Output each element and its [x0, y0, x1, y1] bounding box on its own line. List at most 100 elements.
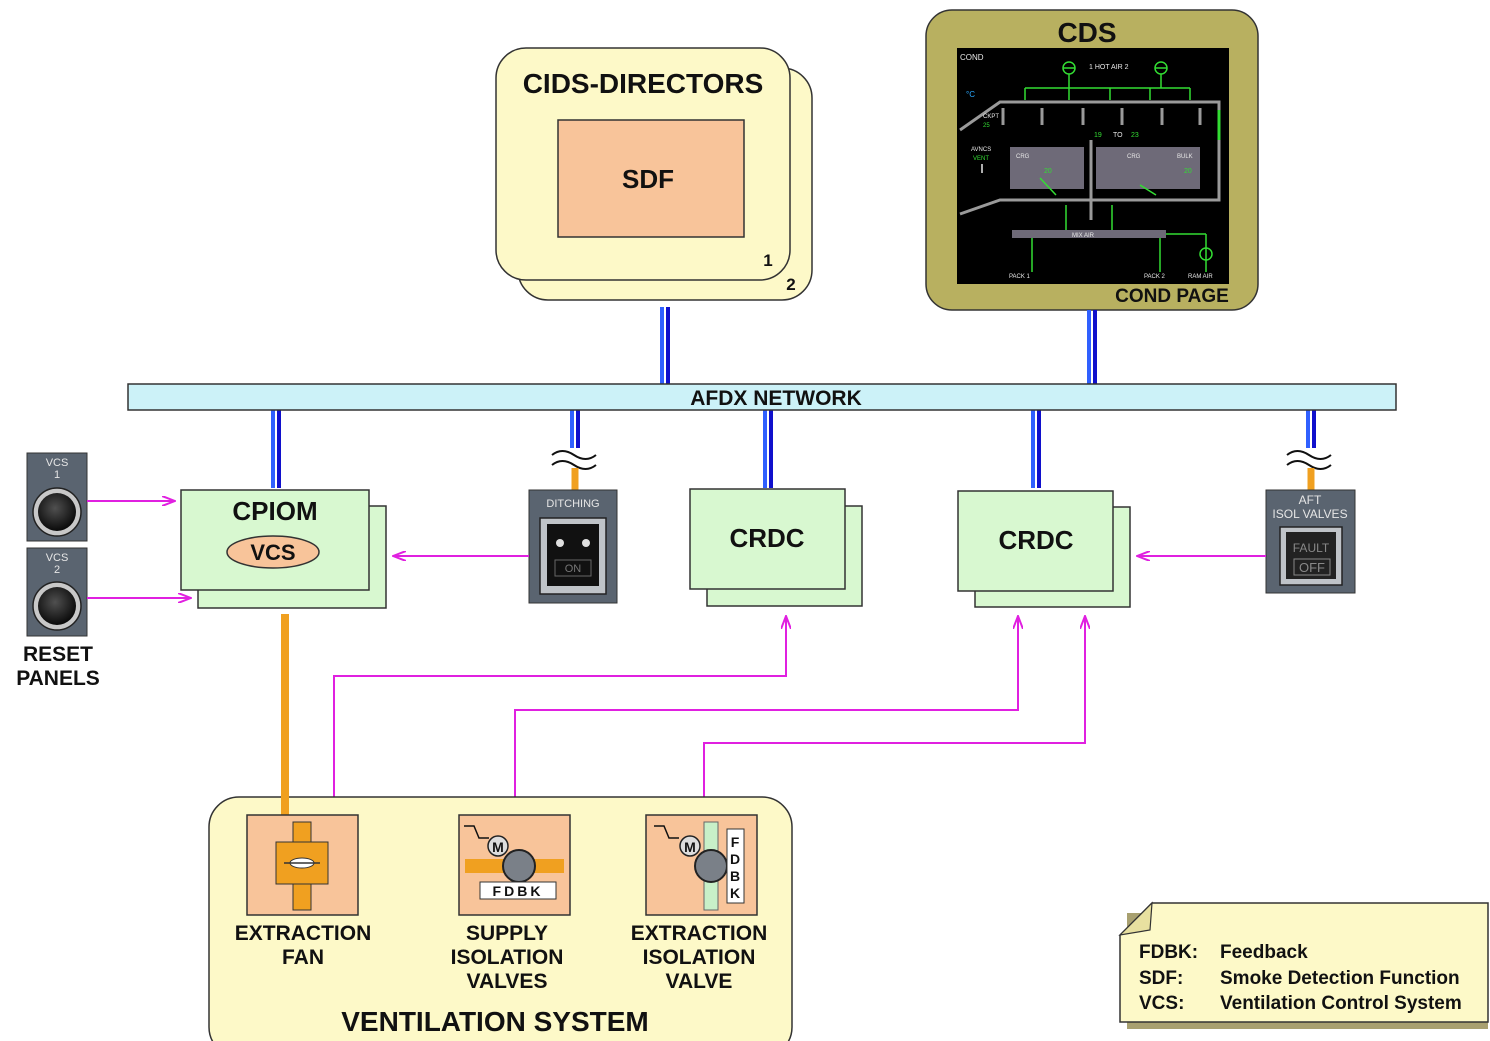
fdbk-letter-k: K	[730, 885, 740, 901]
reset-panels: VCS 1 VCS 2 RESET PANELS	[16, 452, 100, 690]
fdbk-letter-b: B	[730, 868, 740, 884]
extraction-valve-label-line2: ISOLATION	[643, 946, 756, 969]
crdc-right: CRDC	[957, 490, 1131, 608]
cargo-fwd-box	[1010, 147, 1084, 189]
supply-isolation-valves: M FDBK SUPPLY ISOLATION VALVES	[451, 814, 571, 993]
cids-number-2: 2	[786, 275, 795, 294]
sdf-label: SDF	[622, 164, 674, 194]
extraction-isolation-valve: M F D B K EXTRACTION ISOLATION VALVE	[631, 814, 768, 993]
reset-panels-label-line1: RESET	[23, 643, 93, 666]
legend-abbr-2: SDF:	[1139, 968, 1183, 989]
cond-page-content: COND 1 HOT AIR 2 °C	[959, 53, 1221, 280]
legend-abbr-3: VCS:	[1139, 993, 1184, 1014]
aft-isol-label-line1: AFT	[1299, 493, 1322, 507]
crdc-left-to-fan-line	[333, 616, 787, 813]
legend-text-2: Smoke Detection Function	[1220, 968, 1460, 989]
legend: FDBK: Feedback SDF: Smoke Detection Func…	[1118, 901, 1489, 1029]
ventilation-system-title: VENTILATION SYSTEM	[341, 1006, 649, 1037]
motor-icon	[487, 835, 509, 857]
cpiom: CPIOM VCS	[180, 489, 387, 609]
aft-isol-off: OFF	[1299, 560, 1325, 575]
screen-crg-aft: CRG	[1127, 154, 1141, 160]
cids-to-afdx-link	[660, 307, 670, 384]
ditching-label: DITCHING	[546, 498, 599, 510]
legend-abbr-1: FDBK:	[1139, 942, 1198, 963]
crdc-right-box	[957, 490, 1114, 592]
crdc-left-to-afdx-link	[763, 410, 773, 488]
crdc-left-box	[689, 488, 846, 590]
screen-crg-fwd: CRG	[1016, 154, 1030, 160]
screen-page-label: COND	[960, 53, 984, 62]
extraction-valve-icon	[694, 849, 728, 883]
screen-ram-air: RAM AIR	[1188, 274, 1213, 280]
crdc-left: CRDC	[689, 488, 863, 607]
crdc-right-to-extraction-line	[703, 616, 1086, 813]
legend-text-3: Ventilation Control System	[1220, 993, 1462, 1014]
supply-label-line3: VALVES	[467, 970, 548, 993]
extraction-motor-icon	[679, 835, 701, 857]
mix-air-bar	[1012, 230, 1166, 238]
screen-ckpt: CKPT	[983, 114, 999, 120]
extraction-fan-label-line2: FAN	[282, 946, 324, 969]
afdx-network-bar	[127, 383, 1397, 411]
screen-mix-air: MIX AIR	[1072, 233, 1095, 239]
crdc-right-to-supply-line	[514, 616, 1019, 813]
cpiom-title: CPIOM	[232, 496, 317, 526]
afdx-network-label: AFDX NETWORK	[690, 387, 862, 410]
fdbk-letter-f: F	[731, 834, 740, 850]
screen-pack2: PACK 2	[1144, 274, 1166, 280]
vcs2-number: 2	[54, 564, 60, 576]
ditching-on-label: ON	[565, 563, 582, 575]
extraction-valve-label-line1: EXTRACTION	[631, 922, 768, 945]
screen-vent: VENT	[973, 156, 989, 162]
vcs1-number: 1	[54, 469, 60, 481]
screen-unit: °C	[966, 90, 975, 99]
ventilation-system: VENTILATION SYSTEM EXTRACTION FAN M FDBK…	[208, 614, 793, 1041]
pack-lines	[1031, 177, 1213, 272]
vcs1-label: VCS	[46, 457, 69, 469]
cids-number-1: 1	[763, 251, 772, 270]
aft-isol-valves-panel: AFT ISOL VALVES FAULT OFF	[1265, 489, 1356, 594]
afdx-links	[271, 307, 1332, 490]
cond-page-caption: COND PAGE	[1115, 286, 1229, 307]
screen-crg-fwd-value: 20	[1044, 168, 1052, 175]
aft-isol-fault: FAULT	[1293, 541, 1330, 555]
reset-panels-label-line2: PANELS	[16, 667, 100, 690]
screen-range-to-word: TO	[1113, 132, 1123, 139]
cds-to-afdx-link	[1087, 310, 1097, 384]
extraction-valve-label-line3: VALVE	[666, 970, 733, 993]
extraction-fan-label-line1: EXTRACTION	[235, 922, 372, 945]
vcs2-reset-knob[interactable]	[38, 587, 76, 625]
screen-bulk-value: 20	[1184, 168, 1192, 175]
afdx-network: AFDX NETWORK	[127, 383, 1397, 411]
supply-motor-label: M	[492, 839, 504, 855]
aft-isol-label-line2: ISOL VALVES	[1272, 507, 1347, 521]
screen-avncs: AVNCS	[971, 147, 991, 153]
extraction-fan: EXTRACTION FAN	[235, 814, 372, 969]
screen-range-to: 23	[1131, 132, 1139, 139]
supply-fdbk-label: FDBK	[493, 883, 544, 899]
ditching-to-afdx-link	[551, 410, 597, 490]
fuselage-outline	[959, 100, 1221, 220]
cids-title: CIDS-DIRECTORS	[523, 68, 764, 99]
sdf-box	[557, 119, 745, 238]
crdc-right-to-afdx-link	[1031, 410, 1041, 488]
vcs2-label: VCS	[46, 552, 69, 564]
cds-title: CDS	[1057, 17, 1116, 48]
fdbk-letter-d: D	[730, 851, 740, 867]
vcs1-reset-knob[interactable]	[38, 493, 76, 531]
cargo-aft-box	[1096, 147, 1200, 189]
discrete-signal-arrows	[87, 501, 1266, 815]
cpiom-to-afdx-link	[271, 410, 281, 488]
valve-icon	[502, 849, 536, 883]
screen-ckpt-value: 25	[983, 123, 990, 129]
hot-air-valves	[1024, 61, 1191, 100]
crdc-right-title: CRDC	[998, 525, 1073, 555]
legend-text-1: Feedback	[1220, 942, 1308, 963]
cids-directors: CIDS-DIRECTORS SDF 1 2	[495, 47, 813, 301]
screen-bulk: BULK	[1177, 154, 1193, 160]
ditching-button[interactable]	[547, 524, 599, 586]
ditching-panel: DITCHING ON	[528, 489, 618, 604]
crdc-left-title: CRDC	[729, 523, 804, 553]
